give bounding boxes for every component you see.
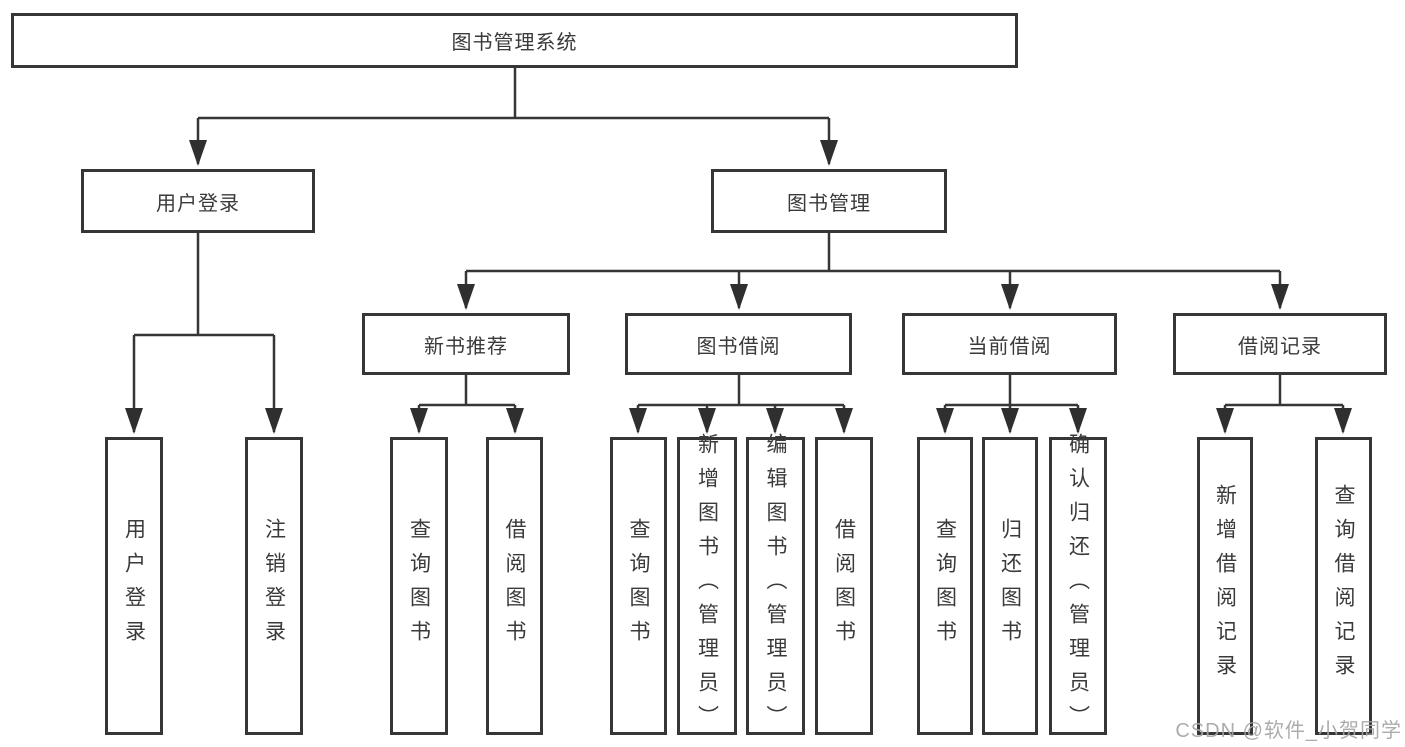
node-new-book-recommend-label: 新书推荐 xyxy=(424,335,508,358)
connector-book-borrow-to-leaves xyxy=(629,375,853,434)
leaf-borrow-edit-books-admin: 编辑图书（管理员） xyxy=(746,433,805,739)
leaf-newbook-query-books-label: 查询图书 xyxy=(407,518,431,654)
node-book-management-label: 图书管理 xyxy=(787,192,871,215)
node-book-management: 图书管理 xyxy=(711,169,947,233)
leaf-records-add-record-label: 新增借阅记录 xyxy=(1213,484,1237,688)
leaf-newbook-borrow-books-label: 借阅图书 xyxy=(503,518,526,654)
leaf-current-query-books-label: 查询图书 xyxy=(933,518,957,654)
leaf-current-return-books: 归还图书 xyxy=(982,437,1038,735)
leaf-records-query-record: 查询借阅记录 xyxy=(1315,437,1372,735)
node-book-borrow: 图书借阅 xyxy=(625,313,852,375)
leaf-logout-label: 注销登录 xyxy=(262,518,286,654)
connector-book-mgmt-to-level2 xyxy=(457,233,1289,310)
leaf-borrow-borrow-books-label: 借阅图书 xyxy=(832,518,856,654)
node-root-system: 图书管理系统 xyxy=(11,13,1018,68)
node-borrow-records: 借阅记录 xyxy=(1173,313,1387,375)
connector-new-book-to-leaves xyxy=(410,375,524,434)
leaf-borrow-add-books-admin: 新增图书（管理员） xyxy=(677,433,737,739)
node-user-login-label: 用户登录 xyxy=(156,192,240,215)
node-book-borrow-label: 图书借阅 xyxy=(696,335,781,358)
leaf-borrow-query-books: 查询图书 xyxy=(610,437,667,735)
leaf-user-login-label: 用户登录 xyxy=(122,518,146,654)
leaf-current-return-books-label: 归还图书 xyxy=(998,518,1022,654)
node-borrow-records-label: 借阅记录 xyxy=(1238,335,1322,358)
node-root-system-label: 图书管理系统 xyxy=(451,32,578,54)
leaf-borrow-add-books-admin-label: 新增图书（管理员） xyxy=(695,433,719,739)
leaf-newbook-query-books: 查询图书 xyxy=(390,437,448,735)
csdn-watermark: CSDN @软件_小贺同学 xyxy=(1175,720,1402,742)
connector-current-borrow-to-leaves xyxy=(936,375,1087,434)
leaf-current-confirm-return-admin-label: 确认归还（管理员） xyxy=(1066,433,1090,739)
leaf-borrow-edit-books-admin-label: 编辑图书（管理员） xyxy=(764,433,787,739)
leaf-current-query-books: 查询图书 xyxy=(917,437,973,735)
node-new-book-recommend: 新书推荐 xyxy=(362,313,570,375)
leaf-user-login: 用户登录 xyxy=(105,437,163,735)
node-current-borrow-label: 当前借阅 xyxy=(967,335,1052,358)
connector-borrow-records-to-leaves xyxy=(1216,375,1352,434)
leaf-logout: 注销登录 xyxy=(245,437,303,735)
leaf-borrow-borrow-books: 借阅图书 xyxy=(815,437,873,735)
leaf-borrow-query-books-label: 查询图书 xyxy=(627,518,650,654)
connector-user-login-to-leaves xyxy=(125,233,283,434)
leaf-newbook-borrow-books: 借阅图书 xyxy=(486,437,543,735)
node-current-borrow: 当前借阅 xyxy=(902,313,1117,375)
node-user-login: 用户登录 xyxy=(81,169,315,233)
leaf-current-confirm-return-admin: 确认归还（管理员） xyxy=(1049,433,1107,739)
leaf-records-query-record-label: 查询借阅记录 xyxy=(1332,484,1355,688)
leaf-records-add-record: 新增借阅记录 xyxy=(1197,437,1253,735)
connector-root-to-level1 xyxy=(189,68,838,166)
